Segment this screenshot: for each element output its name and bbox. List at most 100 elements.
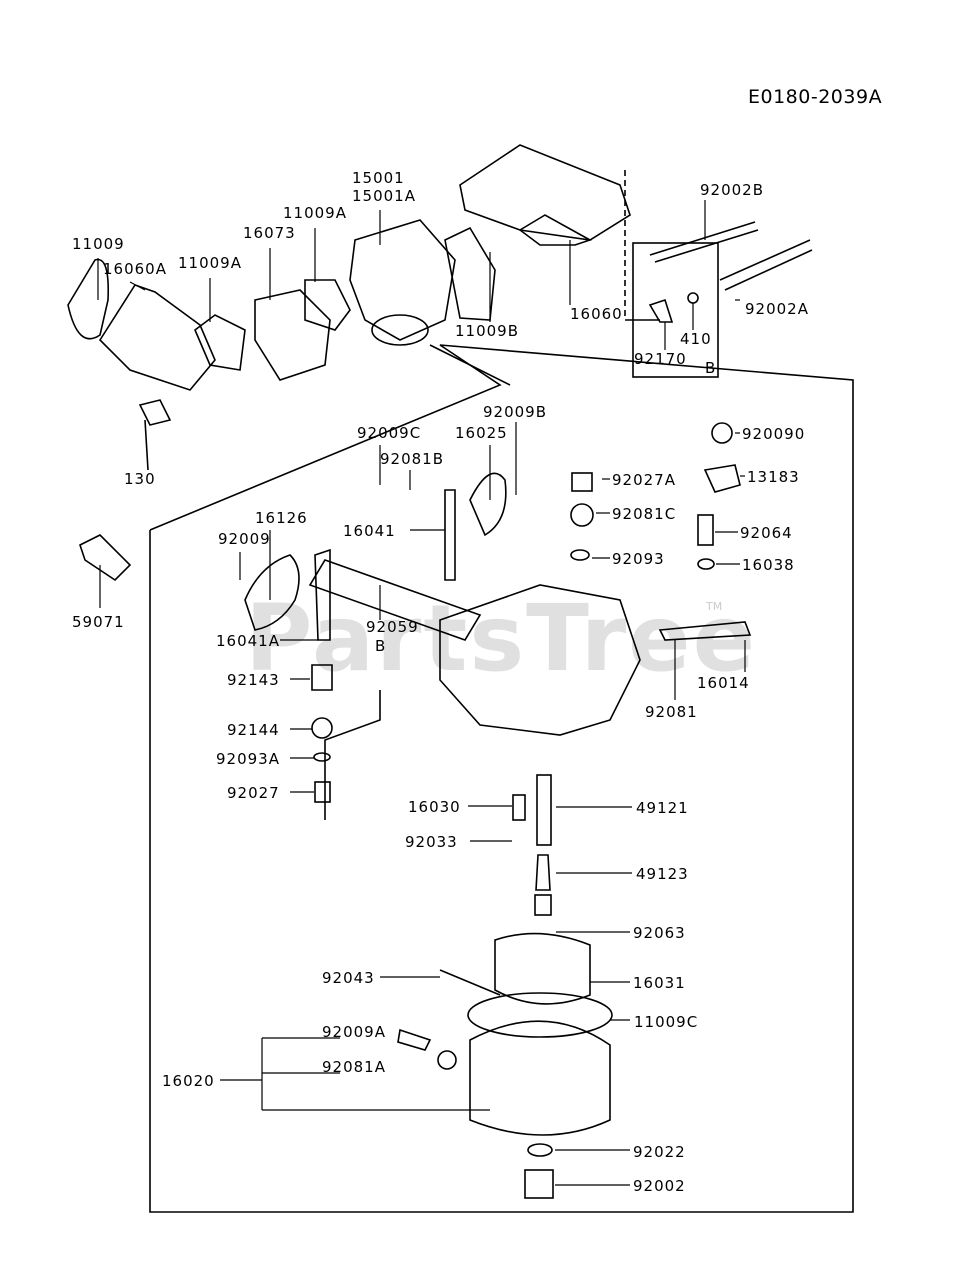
part-label[interactable]: B [375,637,387,655]
screw-92064 [697,514,714,546]
washer-410 [687,292,699,304]
bolt-92002 [524,1169,554,1199]
part-label[interactable]: 16060 [570,305,623,323]
detail-b-frame [632,242,719,378]
gasket-11009 [67,258,110,340]
part-label[interactable]: 11009A [283,204,347,222]
part-label[interactable]: 92143 [227,671,280,689]
part-label[interactable]: 59071 [72,613,125,631]
part-label[interactable]: 92043 [322,969,375,987]
jet-16030 [512,794,526,821]
float-16031 [494,932,591,1005]
part-label[interactable]: 92093 [612,550,665,568]
part-label[interactable]: 16038 [742,556,795,574]
needle-jet-49121 [536,774,552,846]
part-label[interactable]: 16025 [455,424,508,442]
throttle-shaft-16041 [444,489,456,581]
choke-shaft-16041a [314,548,331,641]
part-label[interactable]: 49123 [636,865,689,883]
spring-92081a [437,1050,457,1070]
collar-92027 [314,781,331,803]
bolt-130 [138,399,172,471]
part-label[interactable]: B [705,359,717,377]
part-label[interactable]: 92144 [227,721,280,739]
pin-92043 [439,969,501,996]
part-label[interactable]: 920090 [742,425,806,443]
part-label[interactable]: 16060A [103,260,167,278]
jet-92063 [534,894,552,916]
float-bowl-small [371,314,429,346]
part-label[interactable]: 13183 [747,468,800,486]
part-label[interactable]: 92002A [745,300,809,318]
washer-92093a [313,752,331,762]
screw-16014 [658,621,752,641]
part-label[interactable]: 15001A [352,187,416,205]
bolt-92002a [719,239,811,281]
diagram-code: E0180-2039A [748,86,883,108]
gasket-11009c [467,992,613,1038]
part-label[interactable]: 410 [680,330,712,348]
part-label[interactable]: 92093A [216,750,280,768]
part-label[interactable]: 92009A [322,1023,386,1041]
part-label[interactable]: 92081B [380,450,445,468]
throttle-plate-16025 [469,472,507,537]
part-label[interactable]: 16014 [697,674,750,692]
part-label[interactable]: 11009C [634,1013,699,1031]
ring-16038 [697,558,715,570]
collar-92027a [571,472,593,492]
part-label[interactable]: 92059 [366,618,419,636]
washer-92093 [570,549,590,561]
part-label[interactable]: 92027A [612,471,676,489]
part-label[interactable]: 92081A [322,1058,386,1076]
part-label[interactable]: 92009 [218,530,271,548]
spring-92081c [570,503,594,527]
part-label[interactable]: 92009C [357,424,422,442]
part-label[interactable]: 16126 [255,509,308,527]
collar-92143 [311,664,333,691]
bolt-92002b [649,221,756,256]
part-label[interactable]: 92063 [633,924,686,942]
detail-frame [149,344,854,1213]
spacer-16073 [254,289,331,381]
part-label[interactable]: 92002 [633,1177,686,1195]
carburetor-body [439,584,641,736]
part-label[interactable]: 16030 [408,798,461,816]
part-label[interactable]: 130 [124,470,156,488]
washer-92022 [527,1143,553,1157]
part-label[interactable]: 92081C [612,505,677,523]
screw-92009a [397,1028,432,1051]
stop-13183 [703,464,741,493]
part-label[interactable]: 11009 [72,235,125,253]
carburetor-assy-15001 [349,219,456,341]
part-label[interactable]: 16020 [162,1072,215,1090]
spring-92144 [311,717,333,739]
gasket-11009a-2 [304,279,351,331]
emulsion-49123 [535,854,551,891]
part-label[interactable]: 11009B [455,322,520,340]
part-label[interactable]: 16073 [243,224,296,242]
part-label[interactable]: 92022 [633,1143,686,1161]
part-label[interactable]: 16041 [343,522,396,540]
elbow-16060 [518,214,592,246]
screw-920090 [711,422,733,444]
part-label[interactable]: 49121 [636,799,689,817]
part-label[interactable]: 92027 [227,784,280,802]
float-bowl-16020 [469,1020,611,1136]
bracket-92170 [648,298,674,323]
part-label[interactable]: 11009A [178,254,242,272]
watermark-trademark: TM [706,600,723,613]
part-label[interactable]: 92170 [634,350,687,368]
part-label[interactable]: 92033 [405,833,458,851]
part-label[interactable]: 92064 [740,524,793,542]
part-label[interactable]: 92081 [645,703,698,721]
part-label[interactable]: 15001 [352,169,405,187]
link-92059 [308,559,482,641]
part-label[interactable]: 92009B [483,403,548,421]
fitting-59071 [79,534,132,582]
gasket-11009a [194,314,246,371]
part-label[interactable]: 16031 [633,974,686,992]
part-label[interactable]: 16041A [216,632,280,650]
part-label[interactable]: 92002B [700,181,765,199]
